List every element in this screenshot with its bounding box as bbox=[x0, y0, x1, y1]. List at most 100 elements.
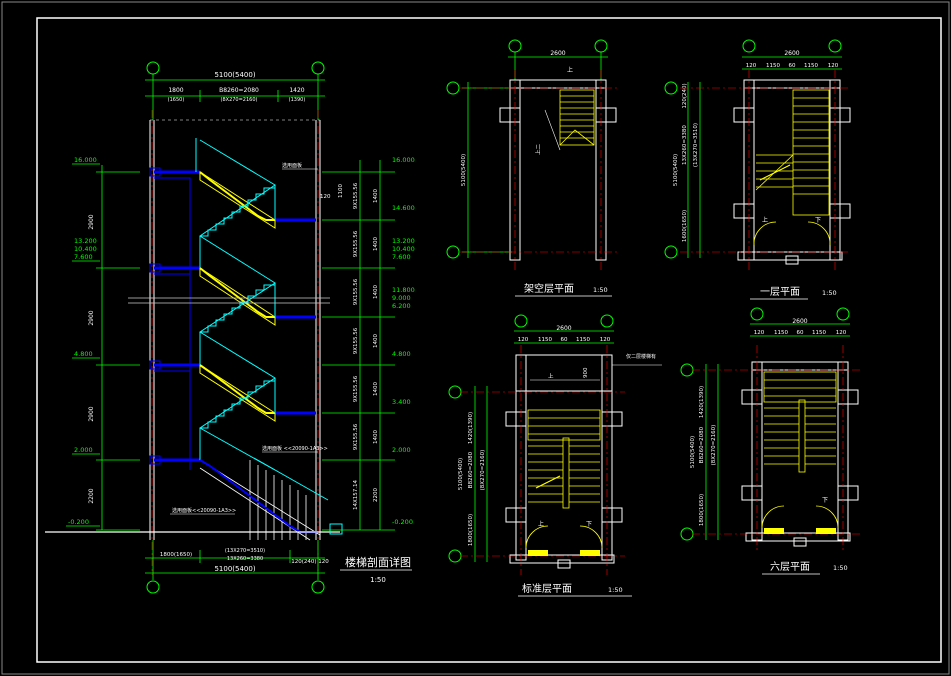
plan3-side-dim: (8X270=2160) bbox=[480, 450, 486, 491]
plan4-top-sub: 120 bbox=[836, 330, 847, 336]
plan-ground-pilotis: 2600 5100(5400) 上 上二 架空层平面 1:50 bbox=[446, 39, 620, 297]
right-level: 9.000 bbox=[392, 294, 411, 302]
plan4-top-sub: 60 bbox=[797, 330, 804, 336]
plan2-top-sub: 60 bbox=[789, 63, 796, 69]
plan4-top-sub: 1150 bbox=[812, 330, 826, 336]
plan3-top-dim: 2600 bbox=[556, 325, 571, 332]
section-bottom-sub-right: 120(240) 120 bbox=[291, 559, 329, 565]
plan1-up-label: 上 bbox=[567, 66, 573, 74]
section-bottom-sub-left: 1800(1650) bbox=[160, 552, 192, 558]
plan3-note: 仅二层楼梯有 bbox=[626, 353, 656, 360]
plan3-up-label: 上 bbox=[538, 520, 544, 528]
right-dim: 1400 bbox=[373, 382, 379, 396]
section-bottom-sub-mid2: 13X260=3380 bbox=[227, 556, 263, 562]
right-level: 11.800 bbox=[392, 286, 415, 294]
plan1-side-dim: 5100(5400) bbox=[461, 154, 467, 186]
right-step-dim: 9X155.56 bbox=[353, 423, 359, 450]
plan-first-floor: 2600 120 1150 60 1150 120 120(240) 13X26… bbox=[664, 39, 851, 300]
left-dim-2: 2900 bbox=[88, 310, 95, 325]
left-level: 10.400 bbox=[74, 245, 97, 253]
plan4-side-dim: 1800(1650) bbox=[699, 494, 705, 526]
right-dim: 1400 bbox=[373, 237, 379, 251]
right-step-dim: 9X155.56 bbox=[353, 278, 359, 305]
plan3-side-dim: 5100(5400) bbox=[458, 458, 464, 490]
plan4-side-dim: (8X270=2160) bbox=[711, 425, 717, 466]
section-top-sub-right: 1420 bbox=[289, 87, 304, 94]
plan2-title: 一层平面 bbox=[760, 286, 800, 298]
section-title: 楼梯剖面详图 bbox=[345, 555, 411, 569]
right-dim: 1400 bbox=[373, 189, 379, 203]
right-level: 10.400 bbox=[392, 245, 415, 253]
note-top: 选用面板 bbox=[282, 162, 302, 169]
small-label: 120 bbox=[320, 194, 331, 200]
right-level: 3.400 bbox=[392, 398, 411, 406]
plan4-scale: 1:50 bbox=[833, 564, 848, 572]
right-dim: 1400 bbox=[373, 334, 379, 348]
plan2-top-sub: 120 bbox=[746, 63, 757, 69]
section-top-sub-mid: B8260=2080 bbox=[219, 87, 259, 94]
section-top-sub-left: 1800 bbox=[168, 87, 183, 94]
right-step-dim: 9X155.56 bbox=[353, 230, 359, 257]
plan3-down-label: 下 bbox=[586, 521, 592, 528]
right-step-dim: 9X155.56 bbox=[353, 375, 359, 402]
plan3-top-sub: 60 bbox=[561, 337, 568, 343]
left-level: 4.800 bbox=[74, 350, 93, 358]
plan3-side-dim: 1800(1650) bbox=[468, 514, 474, 546]
plan3-top-sub: 1150 bbox=[576, 337, 590, 343]
section-bottom-sub-mid: (13X270=3510) bbox=[225, 548, 265, 554]
right-dim: 1400 bbox=[373, 285, 379, 299]
plan3-inner-dim: 900 bbox=[583, 367, 589, 378]
plan3-side-dim: B8260=2080 bbox=[468, 451, 474, 488]
left-level: 2.000 bbox=[74, 446, 93, 454]
right-level: 4.800 bbox=[392, 350, 411, 358]
plan2-top-sub: 1150 bbox=[766, 63, 780, 69]
plan1-title: 架空层平面 bbox=[524, 282, 574, 295]
plan4-side-dim: B8260=2080 bbox=[699, 426, 705, 463]
section-top-sub-right2: (1390) bbox=[289, 97, 306, 103]
plan2-scale: 1:50 bbox=[822, 289, 837, 297]
section-top-dim: 5100(5400) bbox=[214, 71, 255, 79]
plan2-side-dim: 13X260=3380 bbox=[682, 125, 688, 165]
left-dim-1: 2900 bbox=[88, 214, 95, 229]
axis-bubble bbox=[311, 580, 325, 594]
section-scale: 1:50 bbox=[370, 576, 386, 584]
plan3-side-dim: 1420(1390) bbox=[468, 412, 474, 444]
plan2-top-sub: 120 bbox=[828, 63, 839, 69]
axis-bubble bbox=[146, 580, 160, 594]
right-level: 7.600 bbox=[392, 253, 411, 261]
plan2-side-dim: 1600(1650) bbox=[682, 210, 688, 242]
stair-section-drawing: 5100(5400) 1800 (1650) B8260=2080 (8X270… bbox=[45, 61, 415, 594]
note-mid: 选用面板 <<20090-1A3>> bbox=[262, 445, 328, 452]
left-dim-4: 2200 bbox=[88, 488, 95, 503]
drawing-frame bbox=[36, 17, 942, 663]
plan2-down-label: 下 bbox=[815, 217, 821, 224]
plan3-scale: 1:50 bbox=[608, 586, 623, 594]
right-level: -0.200 bbox=[392, 518, 413, 526]
plan2-side-dim: (13X270=3510) bbox=[693, 123, 699, 167]
right-dim: 2200 bbox=[373, 488, 379, 502]
right-level: 6.200 bbox=[392, 302, 411, 310]
plan3-top-label: 上 bbox=[548, 372, 554, 380]
right-level: 2.000 bbox=[392, 446, 411, 454]
right-level: 13.200 bbox=[392, 237, 415, 245]
plan1-top-dim: 2600 bbox=[550, 50, 565, 57]
plan1-scale: 1:50 bbox=[593, 286, 608, 294]
plan4-side-dim: 1420(1390) bbox=[699, 386, 705, 418]
right-level: 14.600 bbox=[392, 204, 415, 212]
right-level: 16.000 bbox=[392, 156, 415, 164]
plan3-top-sub: 120 bbox=[518, 337, 529, 343]
right-step-dim: 14X157.14 bbox=[353, 479, 359, 510]
right-dim: 1400 bbox=[373, 430, 379, 444]
right-step-dim: 9X155.56 bbox=[353, 182, 359, 209]
plan1-side-label: 上二 bbox=[534, 143, 542, 155]
small-label: 1100 bbox=[338, 184, 344, 198]
plan2-up-label: 上 bbox=[762, 216, 768, 224]
plan4-top-dim: 2600 bbox=[792, 318, 807, 325]
section-top-sub-left2: (1650) bbox=[168, 97, 185, 103]
right-step-dim: 9X155.56 bbox=[353, 327, 359, 354]
left-level: 7.600 bbox=[74, 253, 93, 261]
section-top-sub-mid2: (8X270=2160) bbox=[221, 97, 258, 103]
left-dim-3: 2900 bbox=[88, 406, 95, 421]
section-bottom-dim: 5100(5400) bbox=[214, 565, 255, 573]
